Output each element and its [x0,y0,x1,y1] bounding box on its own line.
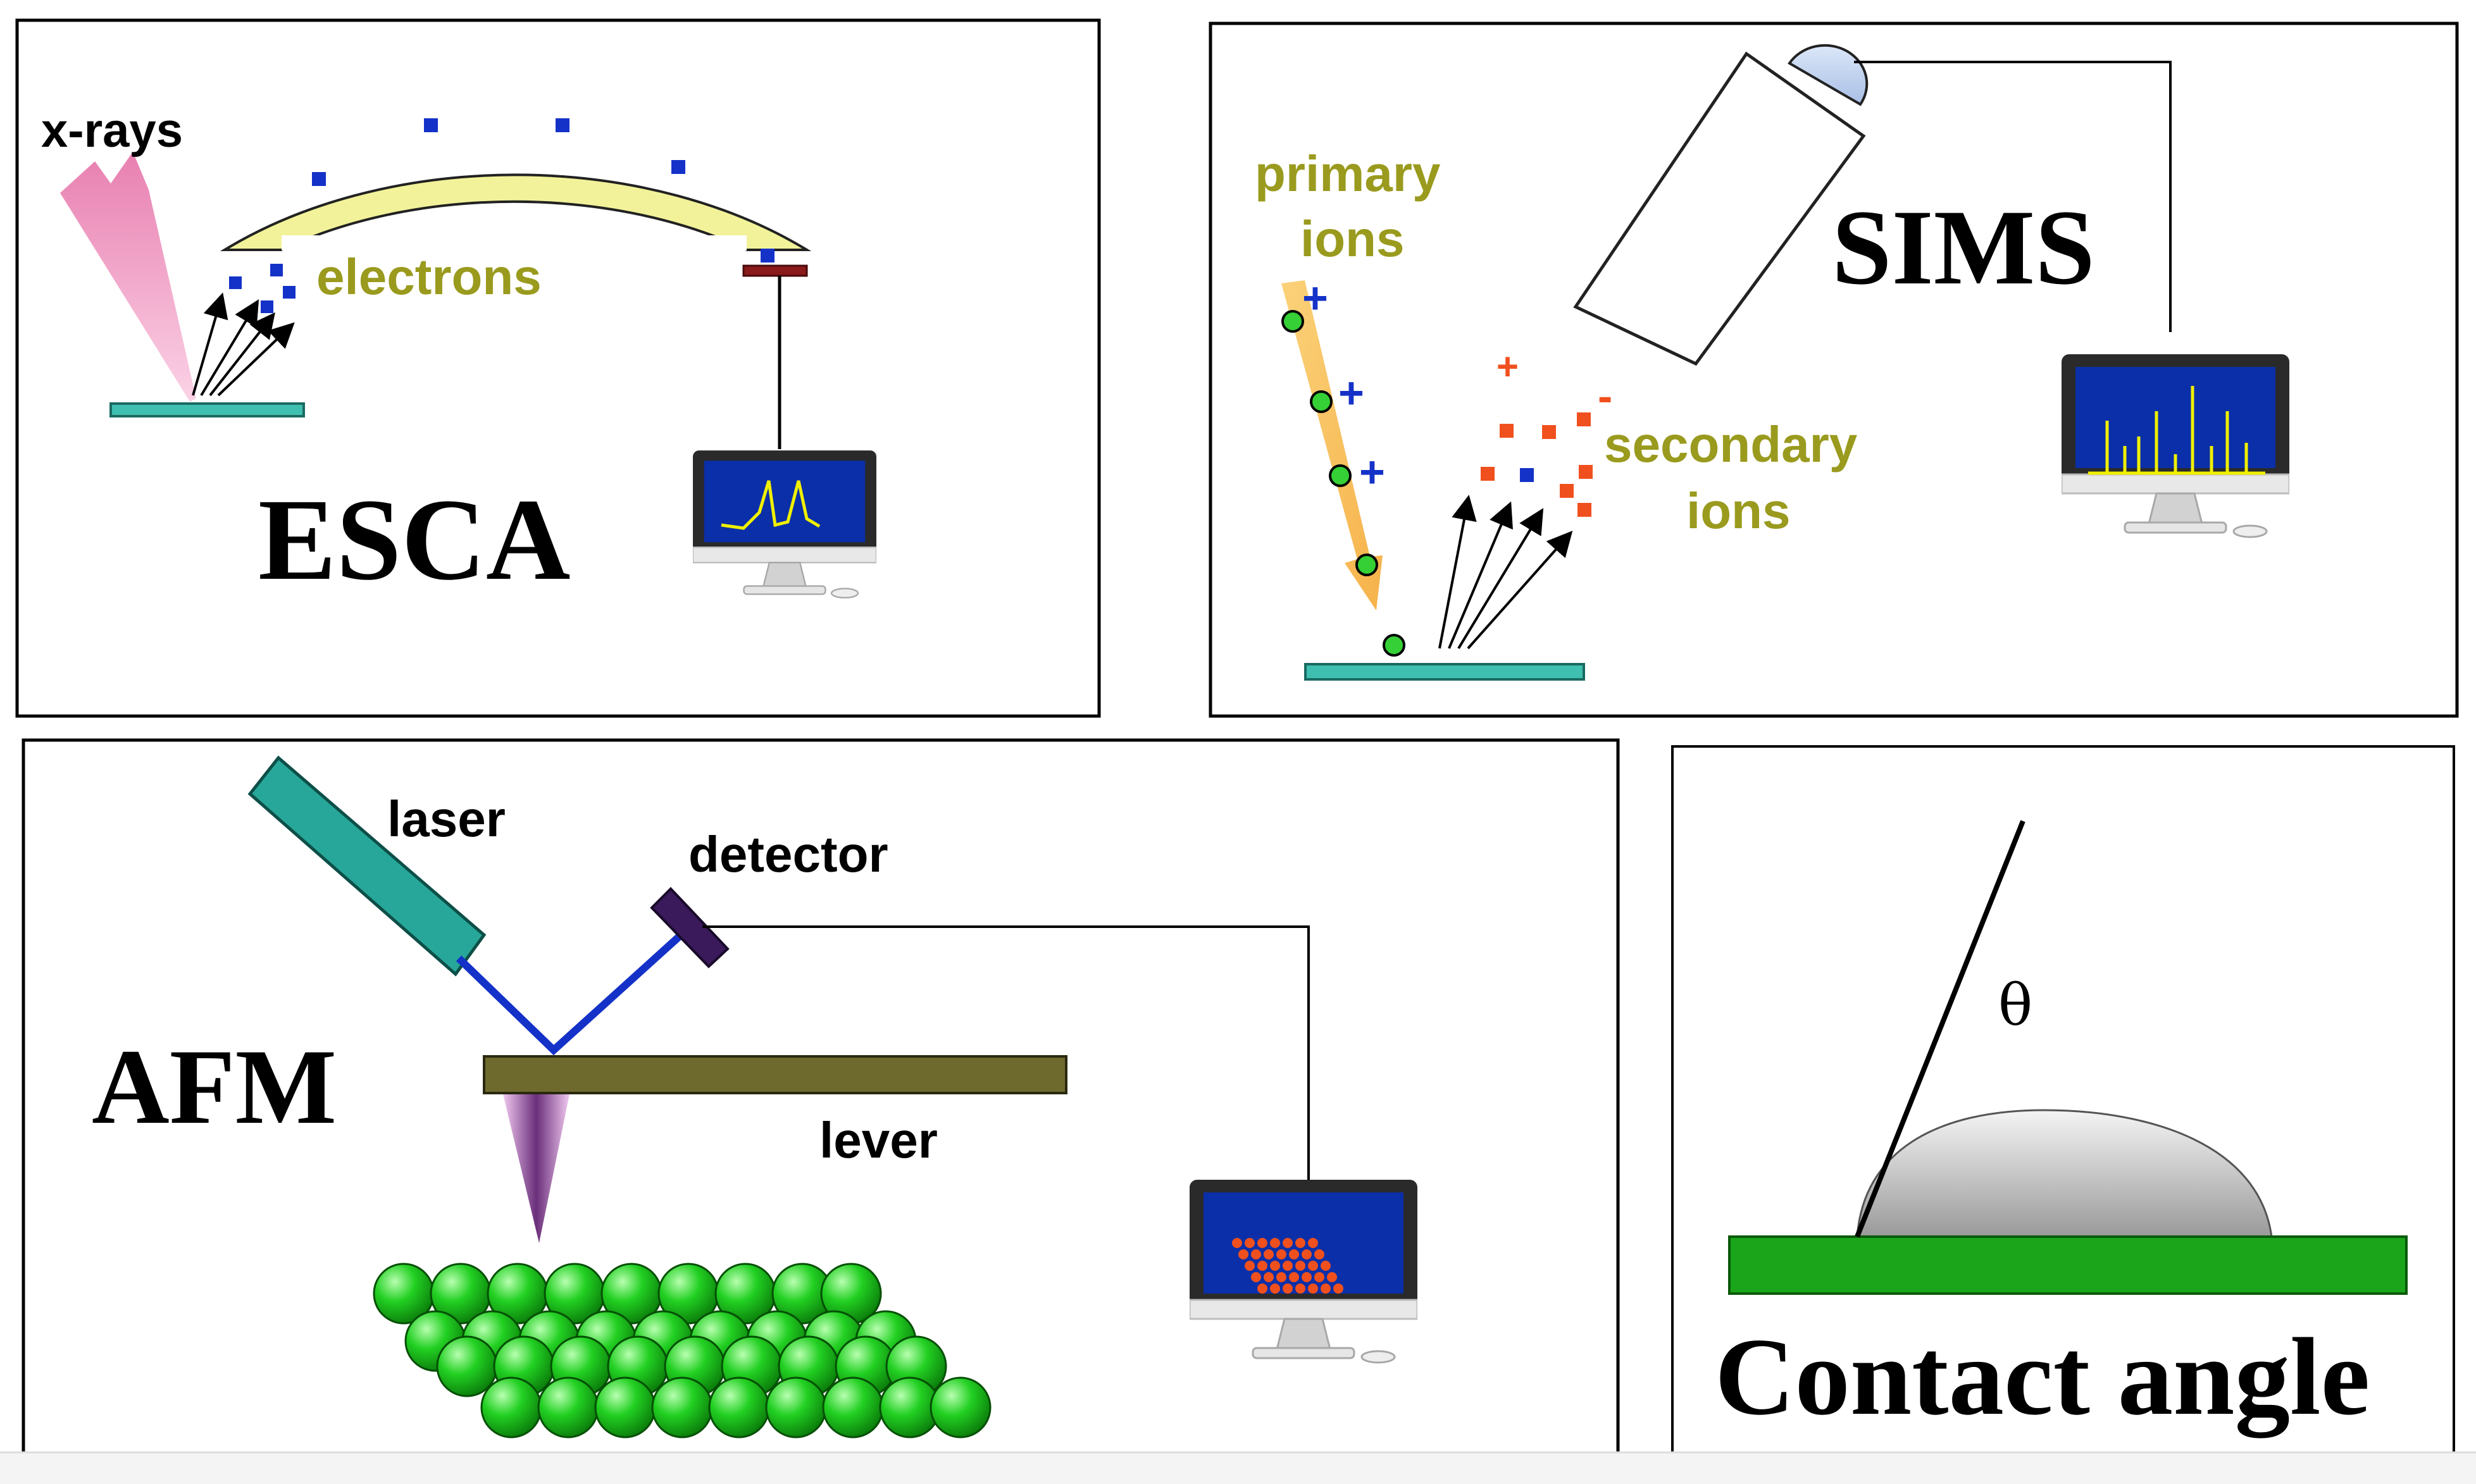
afm-monitor [1190,1180,1417,1364]
primary-ion [1329,464,1352,487]
secondary-arrow [1438,495,1477,649]
secondary-ion [1542,425,1556,439]
electron-arrow [217,322,295,397]
secondary-arrow [1467,531,1573,650]
primary-ion [1355,553,1378,576]
analyzer-tube [1573,51,1866,366]
electron-arrow [200,299,259,397]
sims-monitor [2062,354,2289,538]
esca-title: ESCA [258,475,570,605]
secondary-ion [1481,467,1495,481]
laser-label: laser [387,791,506,847]
primary-charge: + [1338,368,1364,417]
primary-label-2: ions [1300,211,1404,267]
afm-signal-wire [702,925,1310,1183]
sims-signal-wire [1854,61,2172,332]
secondary-charge-plus: + [1496,345,1519,388]
analyzer-electron [424,118,438,132]
esca-monitor [693,450,876,599]
detector-label: detector [688,826,888,882]
contact-angle-title: Contact angle [1715,1315,2370,1438]
sims-title: SIMS [1832,188,2095,307]
analyzer-electron [556,118,569,132]
electrons-label: electrons [316,249,542,305]
secondary-ion [1500,424,1514,438]
secondary-ion [1577,503,1591,517]
analyzer-electron [671,160,685,174]
secondary-ion [1520,468,1534,482]
esca-panel: x-rays electrons ESCA [15,18,1101,718]
electron-arrow [209,312,275,397]
sims-spectrum [2088,386,2265,475]
contact-angle-panel: θ Contact angle [1671,745,2455,1484]
tangent-line [1855,820,2025,1238]
secondary-charge-minus: - [1598,371,1612,421]
analyzer-electron [312,172,326,186]
afm-title: AFM [92,1027,337,1146]
secondary-ion [1577,412,1591,426]
afm-detector [650,887,730,968]
secondary-ion [1579,465,1593,479]
xrays-label: x-rays [41,104,183,158]
secondary-arrow [1457,508,1544,650]
laser-beam [456,927,690,1056]
primary-charge: + [1359,447,1385,497]
secondary-label-2: ions [1686,483,1790,539]
theta-label: θ [1998,972,2032,1039]
esca-panel-border [15,18,1101,718]
lever-label: lever [819,1112,938,1168]
secondary-label-1: secondary [1604,416,1858,473]
emitted-electron [283,286,296,299]
afm-panel: laser detector lever [22,738,1620,1484]
esca-spectrum [721,480,821,530]
primary-ion-beam [1281,280,1383,610]
analyzer-lens [1788,44,1869,106]
emitted-electron [229,276,242,289]
afm-sample-atoms [373,1263,992,1438]
sims-sample [1304,663,1585,681]
esca-sample [109,402,305,417]
emitted-electron [261,300,273,313]
primary-ion [1310,390,1333,413]
primary-charge: + [1302,273,1328,323]
afm-tip [503,1094,569,1243]
mass-analyzer [1573,44,1869,366]
esca-detector [742,264,808,277]
sims-panel: SIMS primary ions + + + + - secondary io… [1209,22,2459,718]
bottom-strip [0,1452,2476,1484]
contact-angle-substrate [1728,1235,2408,1295]
cantilever-lever [483,1055,1067,1094]
primary-label-1: primary [1255,145,1441,202]
primary-ion [1281,310,1304,333]
hemispherical-analyzer [220,173,812,251]
laser-source [247,755,487,977]
secondary-ion [1560,484,1574,498]
xray-beam [60,152,196,402]
analyzer-electron [761,249,775,263]
electron-arrow [192,292,228,396]
afm-image-dots [1232,1238,1343,1294]
secondary-arrow [1448,501,1513,649]
analyzer-inner-cover [282,235,747,250]
sample-atom [1383,634,1405,657]
emitted-electron [270,264,283,276]
